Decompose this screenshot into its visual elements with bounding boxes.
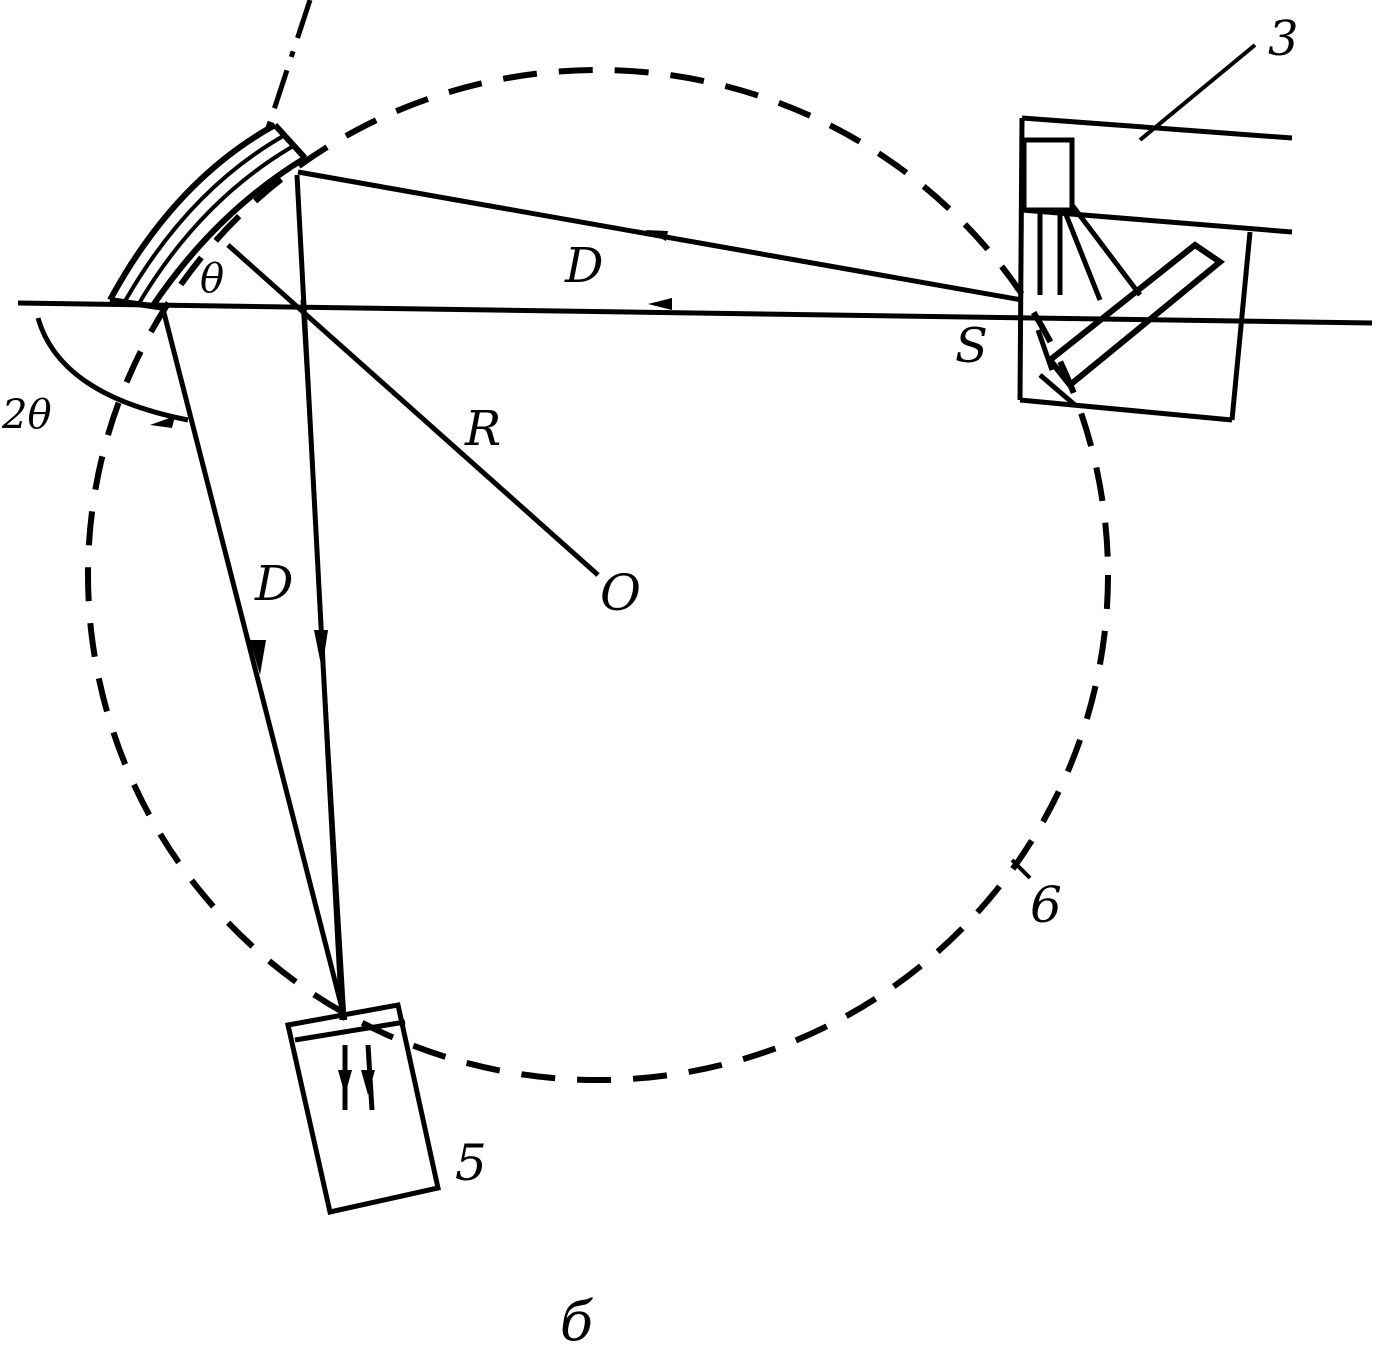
arrow-incident-axis [648,298,672,310]
label-o: O [600,564,641,622]
arrow-detector-right [361,1070,375,1095]
label-d-lower: D [254,556,293,612]
bent-crystal [107,122,308,311]
arrow-reflected-left [250,640,266,675]
crystal-normal-extension [265,0,313,129]
source-assembly [1017,115,1293,423]
focusing-circle [85,67,1111,1083]
two-theta-arc [35,317,189,423]
label-s: S [955,318,988,374]
radius-line [226,243,600,577]
label-d-upper: D [564,238,603,294]
leader-6 [1010,858,1032,880]
arrow-reflected-right [314,630,328,670]
reflected-ray-left [159,304,348,1021]
figure-caption: б [560,1290,594,1353]
label-5: 5 [455,1134,487,1192]
label-r: R [464,401,501,457]
label-3: 3 [1268,11,1299,67]
detector [284,1002,441,1215]
label-theta: θ [200,256,224,302]
arrow-detector-left [338,1070,352,1095]
leader-3 [1138,43,1257,142]
label-6: 6 [1030,876,1062,934]
arrow-two-theta [150,416,175,428]
label-two-theta: 2θ [1,392,52,438]
arrow-incident-upper [645,230,668,241]
